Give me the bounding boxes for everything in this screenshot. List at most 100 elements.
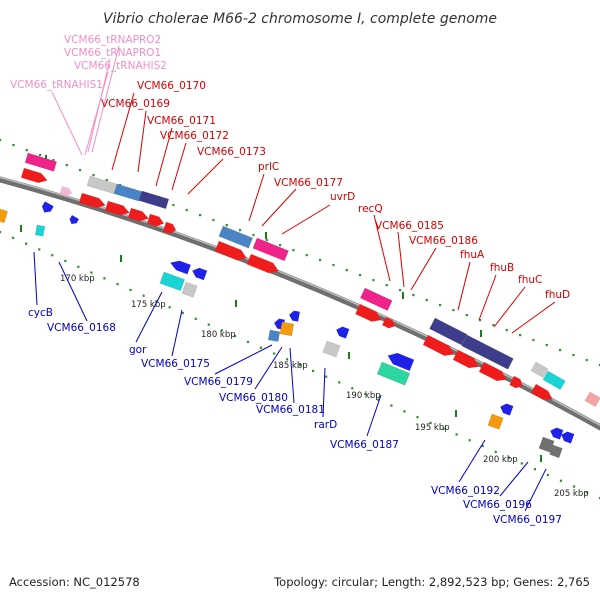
track-dot [520, 462, 523, 465]
scale-tick-label: 195 kbp [415, 423, 450, 433]
track-dot [559, 479, 563, 482]
gene-label: VCM66_0169 [101, 98, 170, 110]
gene-box [279, 321, 295, 337]
track-dot [468, 439, 471, 442]
track-dot [199, 214, 202, 217]
leader-line [366, 394, 382, 437]
gene-label: VCM66_0170 [137, 80, 206, 92]
track-dot [25, 149, 28, 152]
gene-label: VCM66_0173 [197, 146, 266, 158]
track-tick [265, 232, 267, 239]
leader-line [214, 344, 273, 375]
gene-label: gor [129, 344, 147, 356]
track-dot [351, 387, 354, 390]
leader-line [135, 291, 163, 343]
gene-arrow [246, 254, 279, 274]
gene-labels: VCM66_tRNAPRO2VCM66_tRNAPRO1VCM66_tRNAHI… [10, 34, 570, 526]
gene-box [267, 329, 281, 342]
track-dot [252, 234, 255, 237]
track-dot [0, 139, 2, 142]
leader-line [248, 173, 265, 222]
track-dot [479, 319, 482, 322]
gene-arrow [561, 431, 575, 444]
gene-box [34, 224, 46, 237]
gene-box [0, 208, 9, 224]
gene-label: VCM66_0172 [160, 130, 229, 142]
gene-label: prlC [258, 161, 279, 173]
track-tick [348, 352, 350, 359]
track-tick [480, 330, 482, 337]
track-dot [559, 349, 562, 352]
trna-label: VCM66_tRNAPRO1 [64, 47, 161, 59]
track-dot [90, 271, 93, 274]
track-dot [272, 352, 276, 355]
track-tick [540, 455, 542, 462]
gene-label: recQ [358, 203, 383, 215]
track-dot [494, 450, 497, 453]
gene-box [252, 237, 289, 262]
track-dot [325, 375, 328, 378]
track-dot [338, 381, 341, 384]
track-dot [12, 144, 15, 147]
track-dot [585, 491, 589, 494]
gene-label: VCM66_0168 [47, 322, 116, 334]
track-dot [572, 485, 576, 488]
gene-box [376, 361, 411, 386]
track-dot [265, 239, 268, 242]
gene-box [429, 317, 468, 346]
chromosome-backbone-highlight [0, 176, 600, 427]
track-dot [442, 427, 445, 430]
track-dot [116, 283, 119, 286]
scale-tick-label: 170 kbp [60, 274, 95, 284]
track-dot [505, 329, 508, 332]
gene-box [86, 175, 118, 195]
leader-line [493, 286, 526, 328]
leader-line [289, 347, 295, 404]
track-dot [279, 244, 282, 247]
gene-arrow [289, 310, 300, 322]
track-dot [546, 473, 550, 477]
track-dot [412, 294, 415, 297]
gene-box [359, 287, 393, 312]
leader-line [155, 127, 173, 187]
track-dot [332, 264, 335, 267]
track-dot [399, 289, 402, 292]
track-dot [259, 346, 263, 349]
gene-box [24, 152, 58, 172]
accession-text: Accession: NC_012578 [9, 575, 140, 589]
gene-arrow [355, 304, 382, 322]
gene-features [0, 152, 600, 459]
track-dot [129, 288, 132, 292]
gene-label: VCM66_0197 [493, 514, 562, 526]
gene-label: uvrD [330, 191, 355, 203]
gene-arrow [479, 362, 507, 381]
map-title: Vibrio cholerae M66-2 chromosome I, comp… [103, 11, 497, 27]
track-dot [12, 236, 15, 239]
track-dot [532, 339, 535, 342]
gene-box [113, 183, 143, 202]
gene-arrow [382, 317, 395, 329]
track-tick [120, 255, 122, 262]
leader-line [58, 261, 88, 322]
track-dot [52, 159, 55, 162]
gene-box [218, 225, 254, 249]
track-dot [585, 359, 588, 362]
track-dot [507, 456, 510, 459]
track-dot [439, 304, 442, 307]
gene-arrow [147, 214, 164, 227]
track-tick [402, 292, 404, 299]
leader-line [261, 188, 297, 227]
track-dot [105, 179, 108, 182]
gene-box [159, 271, 186, 292]
track-dot [305, 254, 308, 257]
gene-label: cycB [28, 307, 53, 319]
track-dot [292, 249, 295, 252]
leader-line [322, 367, 326, 418]
track-tick [20, 225, 22, 232]
gene-box [487, 413, 504, 430]
trna-arrow [59, 186, 73, 196]
track-dot [225, 224, 228, 227]
gene-label: VCM66_0187 [330, 439, 399, 451]
leader-line [524, 468, 547, 512]
